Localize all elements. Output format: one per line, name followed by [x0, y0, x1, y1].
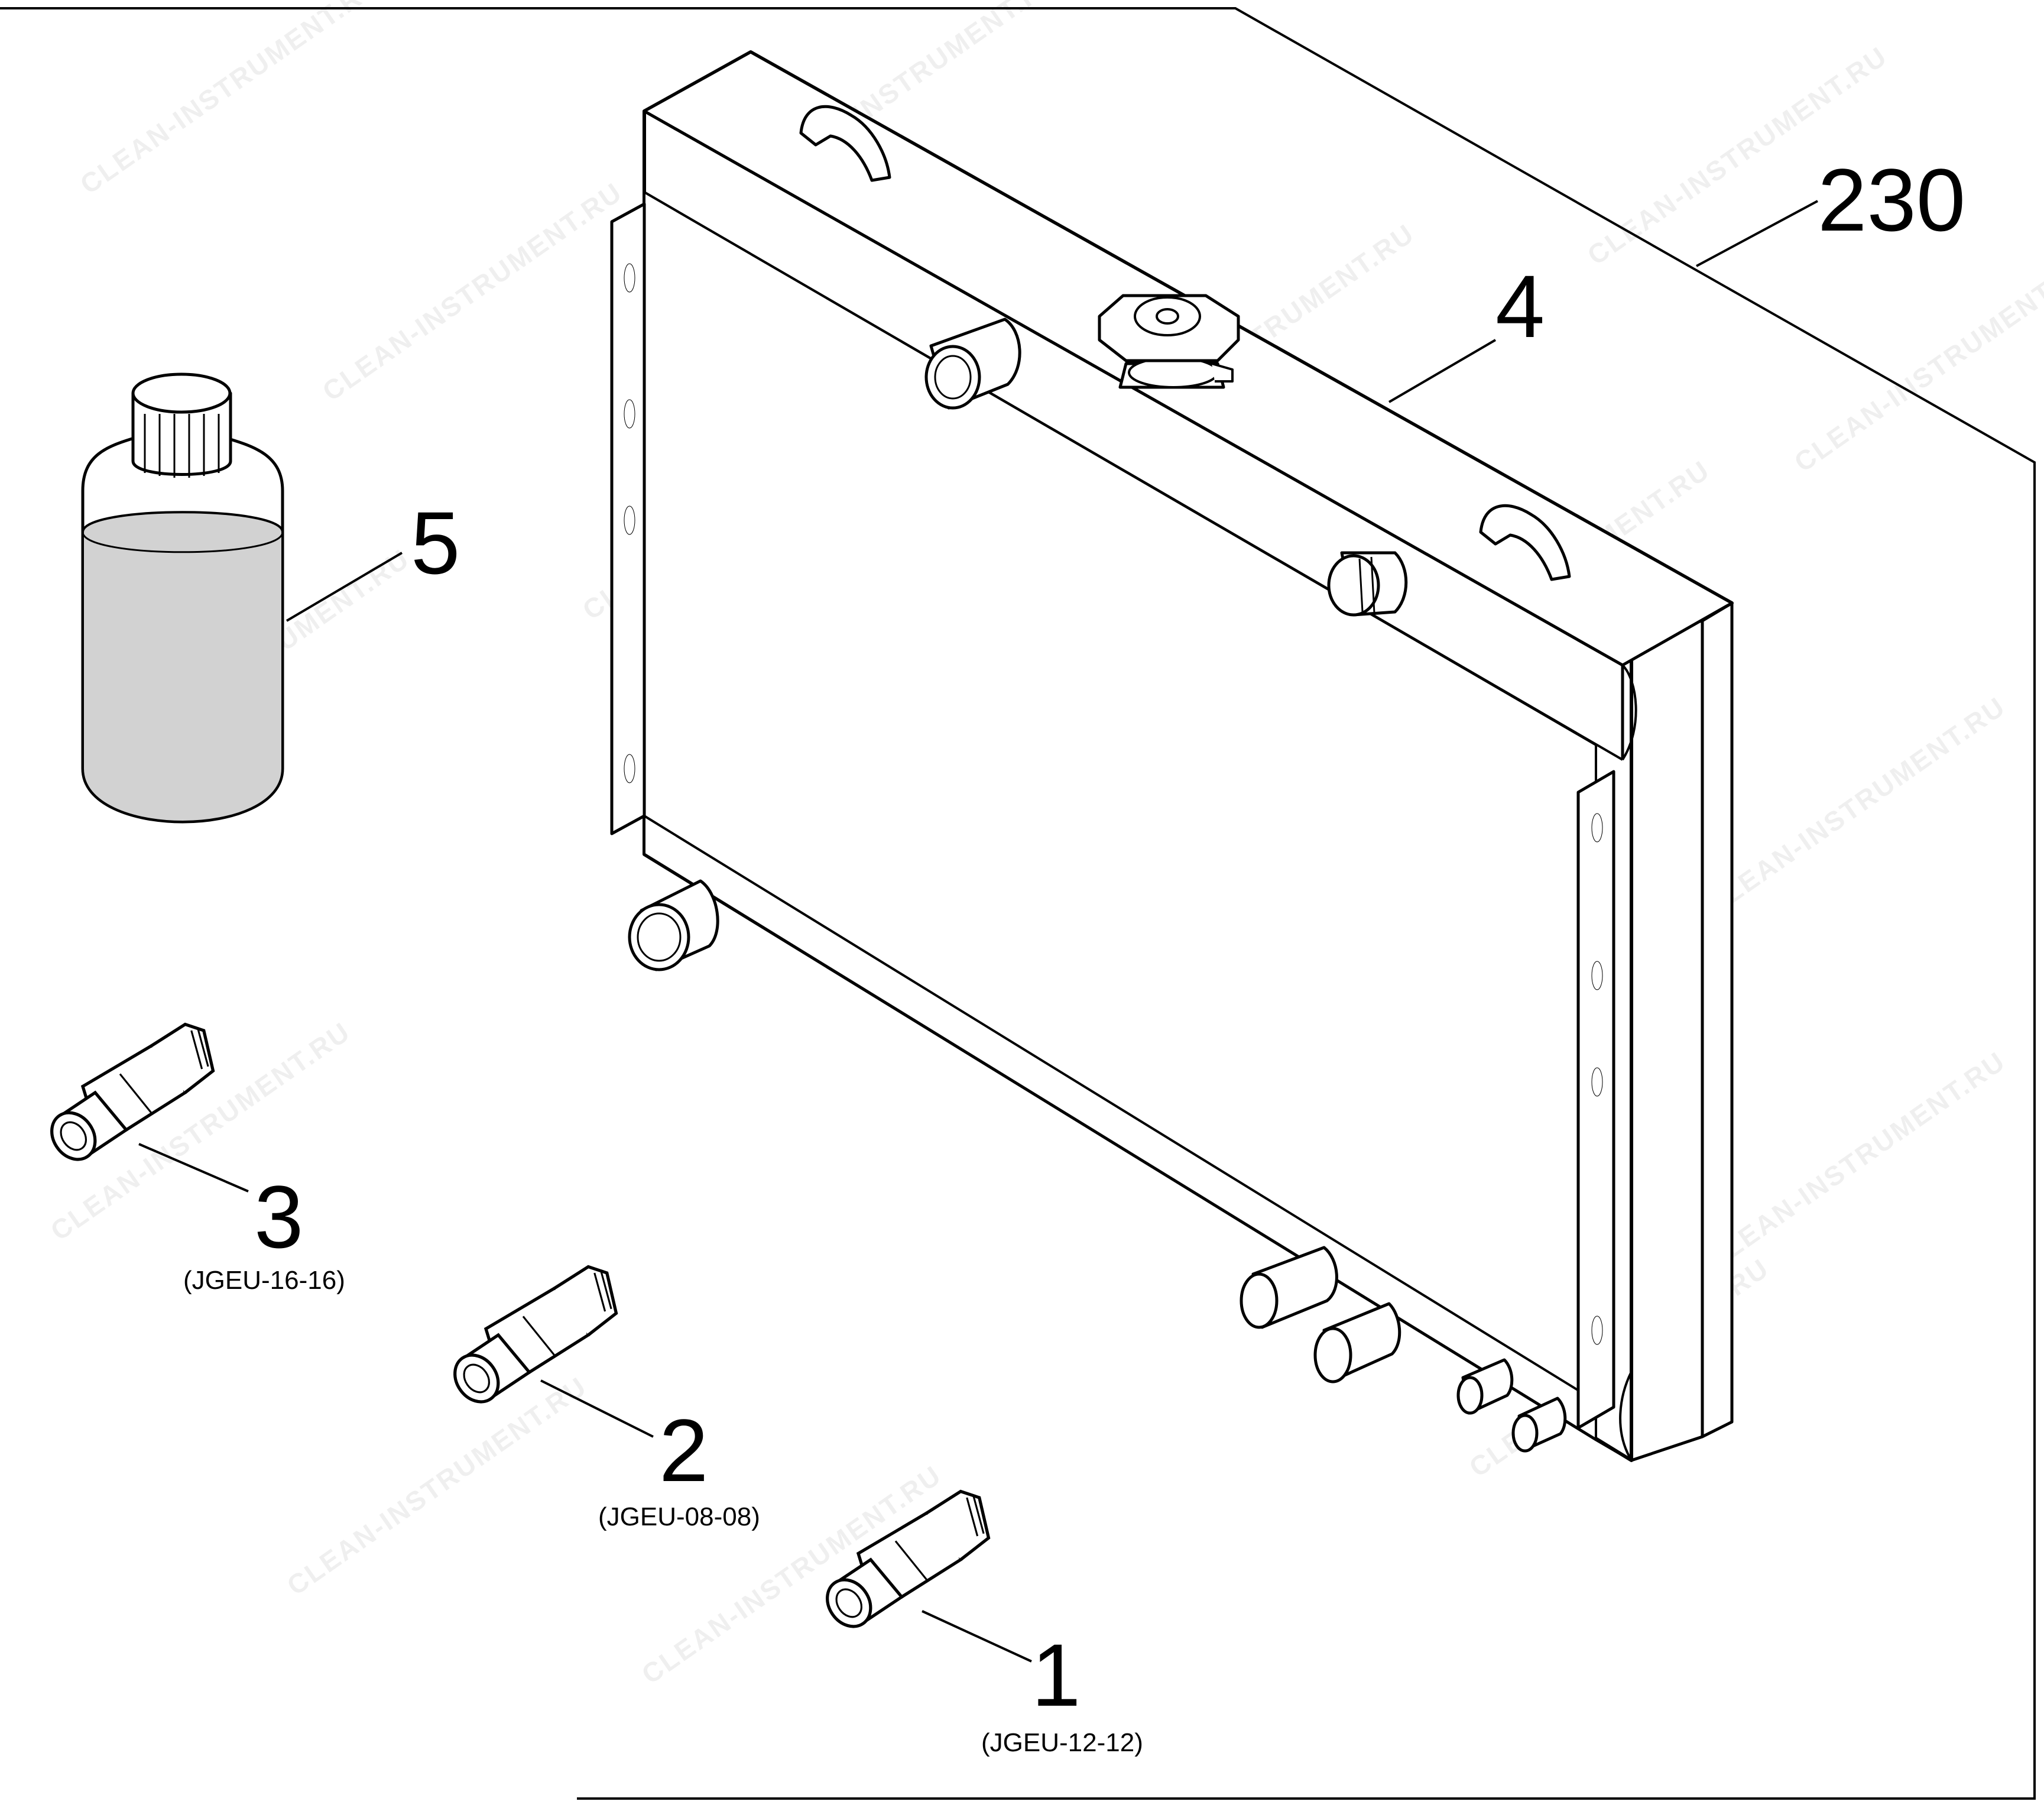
assembly-border — [0, 7, 2036, 1800]
fitting-2 — [446, 1267, 617, 1411]
callout-1: 1 — [1031, 1625, 1081, 1725]
fluid-bottle — [81, 372, 284, 824]
callout-3: 3 — [254, 1167, 303, 1266]
bottle-fluid — [82, 511, 284, 823]
callout-230: 230 — [1818, 150, 1965, 250]
leader-lines — [138, 200, 1818, 1663]
callout-5: 5 — [411, 493, 460, 592]
callout-2: 2 — [659, 1401, 708, 1500]
callout-4: 4 — [1495, 257, 1545, 356]
svg-text:CLEAN-INSTRUMENT.RU: CLEAN-INSTRUMENT.RU — [317, 176, 628, 407]
radiator-cap — [1098, 294, 1240, 389]
svg-text:CLEAN-INSTRUMENT.RU: CLEAN-INSTRUMENT.RU — [1789, 247, 2044, 478]
callout-1-code: (JGEU-12-12) — [981, 1728, 1143, 1757]
svg-text:CLEAN-INSTRUMENT.RU: CLEAN-INSTRUMENT.RU — [1700, 691, 2011, 921]
callout-2-code: (JGEU-08-08) — [598, 1502, 760, 1531]
radiator — [610, 50, 1734, 1462]
svg-text:CLEAN-INSTRUMENT.RU: CLEAN-INSTRUMENT.RU — [1700, 1045, 2011, 1276]
svg-text:CLEAN-INSTRUMENT.RU: CLEAN-INSTRUMENT.RU — [74, 0, 386, 200]
callout-3-code: (JGEU-16-16) — [183, 1266, 345, 1295]
svg-text:CLEAN-INSTRUMENT.RU: CLEAN-INSTRUMENT.RU — [281, 1370, 593, 1601]
